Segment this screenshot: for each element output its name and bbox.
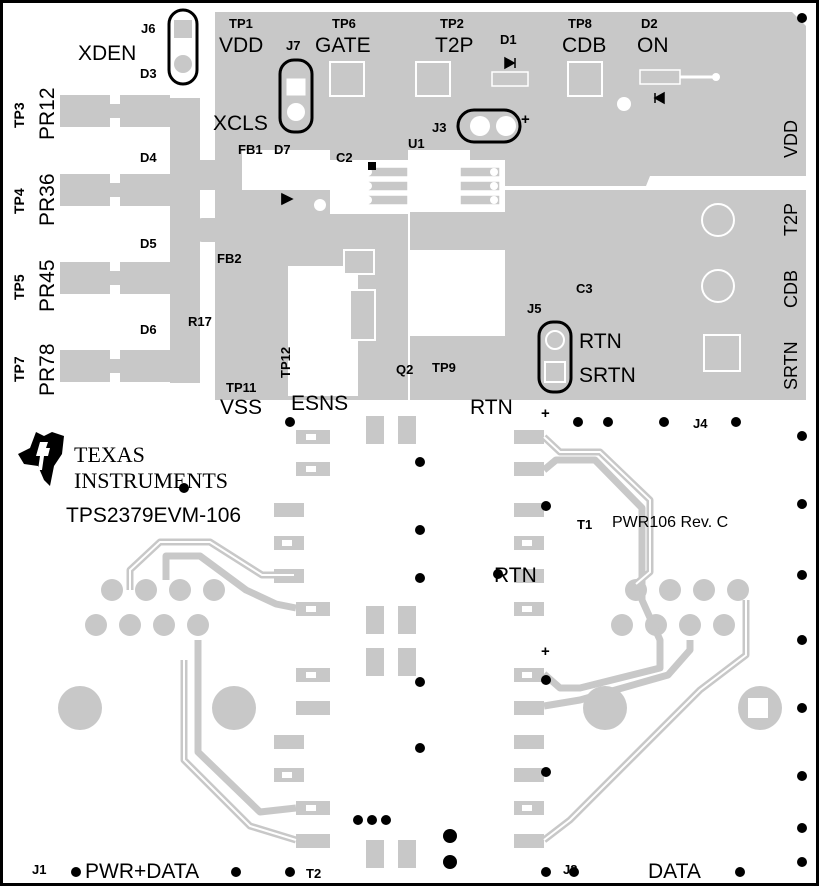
label-rtn-top: RTN — [470, 396, 513, 419]
pr45-pad-b — [120, 262, 170, 294]
pr12-pad-a — [60, 95, 110, 127]
pad-vias — [282, 434, 768, 811]
label-r17: R17 — [188, 314, 212, 329]
logo-text-instruments: INSTRUMENTS — [74, 468, 228, 493]
label-tp11: TP11 — [226, 380, 256, 395]
label-j7: J7 — [286, 38, 300, 53]
label-tp7: TP7 — [11, 356, 27, 382]
label-vdd-side: VDD — [781, 120, 801, 158]
traces — [126, 434, 750, 844]
pr12-pad-b — [120, 95, 170, 127]
label-rtn-j5: RTN — [579, 330, 622, 353]
u1-pins — [367, 166, 501, 206]
diode-column-pour — [170, 98, 200, 383]
label-pr78: PR78 — [36, 343, 59, 396]
label-cdb-side: CDB — [781, 270, 801, 308]
label-j6: J6 — [141, 21, 155, 36]
label-esns: ESNS — [291, 392, 348, 415]
vdd-pour — [215, 12, 806, 186]
label-j1: J1 — [32, 862, 46, 877]
mounting-vias — [71, 13, 807, 877]
pr36-pad-a — [60, 174, 110, 206]
label-j3-plus: + — [521, 111, 530, 128]
label-tp8: TP8 — [568, 16, 592, 31]
ti-logo: TEXAS INSTRUMENTS — [18, 432, 228, 493]
label-fb2: FB2 — [217, 251, 242, 266]
label-tp5: TP5 — [11, 274, 27, 300]
label-pwr-data: PWR+DATA — [85, 860, 199, 883]
silkscreen: J6 XDEN D3 TP1 VDD TP6 GATE J7 TP2 T2P D… — [11, 16, 801, 883]
label-plus-2: + — [541, 643, 550, 660]
label-plus-1: + — [541, 405, 550, 422]
label-u1: U1 — [408, 136, 425, 151]
label-d6: D6 — [140, 322, 157, 337]
label-data: DATA — [648, 860, 701, 883]
label-j4: J4 — [693, 416, 708, 431]
t2-pads — [274, 416, 416, 868]
label-tp9: TP9 — [432, 360, 456, 375]
t1-pads — [514, 430, 544, 848]
label-d2: D2 — [641, 16, 658, 31]
label-t2p-side: T2P — [781, 203, 801, 236]
label-on: ON — [637, 34, 669, 57]
label-srtn-j5: SRTN — [579, 364, 636, 387]
label-vdd-tp1: VDD — [219, 34, 263, 57]
label-j3: J3 — [432, 120, 446, 135]
label-gate: GATE — [315, 34, 371, 57]
round-pads — [701, 203, 735, 303]
label-rtn-mid: RTN — [494, 564, 537, 587]
pr36-pad-b — [120, 174, 170, 206]
logo-text-texas: TEXAS — [74, 442, 145, 467]
label-d3: D3 — [140, 66, 157, 81]
label-tp4: TP4 — [11, 188, 27, 214]
label-tp12: TP12 — [278, 347, 293, 378]
pr78-pad-a — [60, 350, 110, 382]
label-cdb-tp8: CDB — [562, 34, 606, 57]
label-t2: T2 — [306, 866, 321, 881]
u1-pin1-marker — [368, 162, 376, 170]
label-pr45: PR45 — [36, 259, 59, 312]
label-t2p-tp2: T2P — [435, 34, 474, 57]
label-t1: T1 — [577, 517, 592, 532]
vss-pour-strip — [215, 150, 242, 400]
label-pr36: PR36 — [36, 173, 59, 226]
label-d4: D4 — [140, 150, 157, 165]
label-tp6: TP6 — [332, 16, 356, 31]
label-c3: C3 — [576, 281, 593, 296]
label-pr12: PR12 — [36, 87, 59, 140]
jumpers — [167, 8, 573, 394]
test-point-pads — [329, 61, 741, 372]
diode-symbols — [281, 56, 720, 206]
label-tp1: TP1 — [229, 16, 253, 31]
trace-highlights — [129, 436, 747, 841]
label-d1: D1 — [500, 32, 517, 47]
label-tp3: TP3 — [11, 102, 27, 128]
label-d5: D5 — [140, 236, 157, 251]
label-c2: C2 — [336, 150, 353, 165]
label-xden: XDEN — [78, 42, 136, 65]
label-vss: VSS — [220, 396, 262, 419]
pr45-pad-a — [60, 262, 110, 294]
pr78-pad-b — [120, 350, 170, 382]
label-d7: D7 — [274, 142, 291, 157]
rj45-left-pads — [58, 579, 256, 730]
u1-vias — [364, 168, 498, 204]
pour-clearances — [244, 97, 631, 396]
label-q2: Q2 — [396, 362, 413, 377]
label-srtn-side: SRTN — [781, 341, 801, 390]
label-board-name: TPS2379EVM-106 — [66, 504, 241, 527]
label-tp2: TP2 — [440, 16, 464, 31]
label-revision: PWR106 Rev. C — [612, 514, 728, 531]
label-j5: J5 — [527, 301, 541, 316]
label-fb1: FB1 — [238, 142, 263, 157]
label-j2: J2 — [563, 862, 577, 877]
label-xcls: XCLS — [213, 112, 268, 135]
